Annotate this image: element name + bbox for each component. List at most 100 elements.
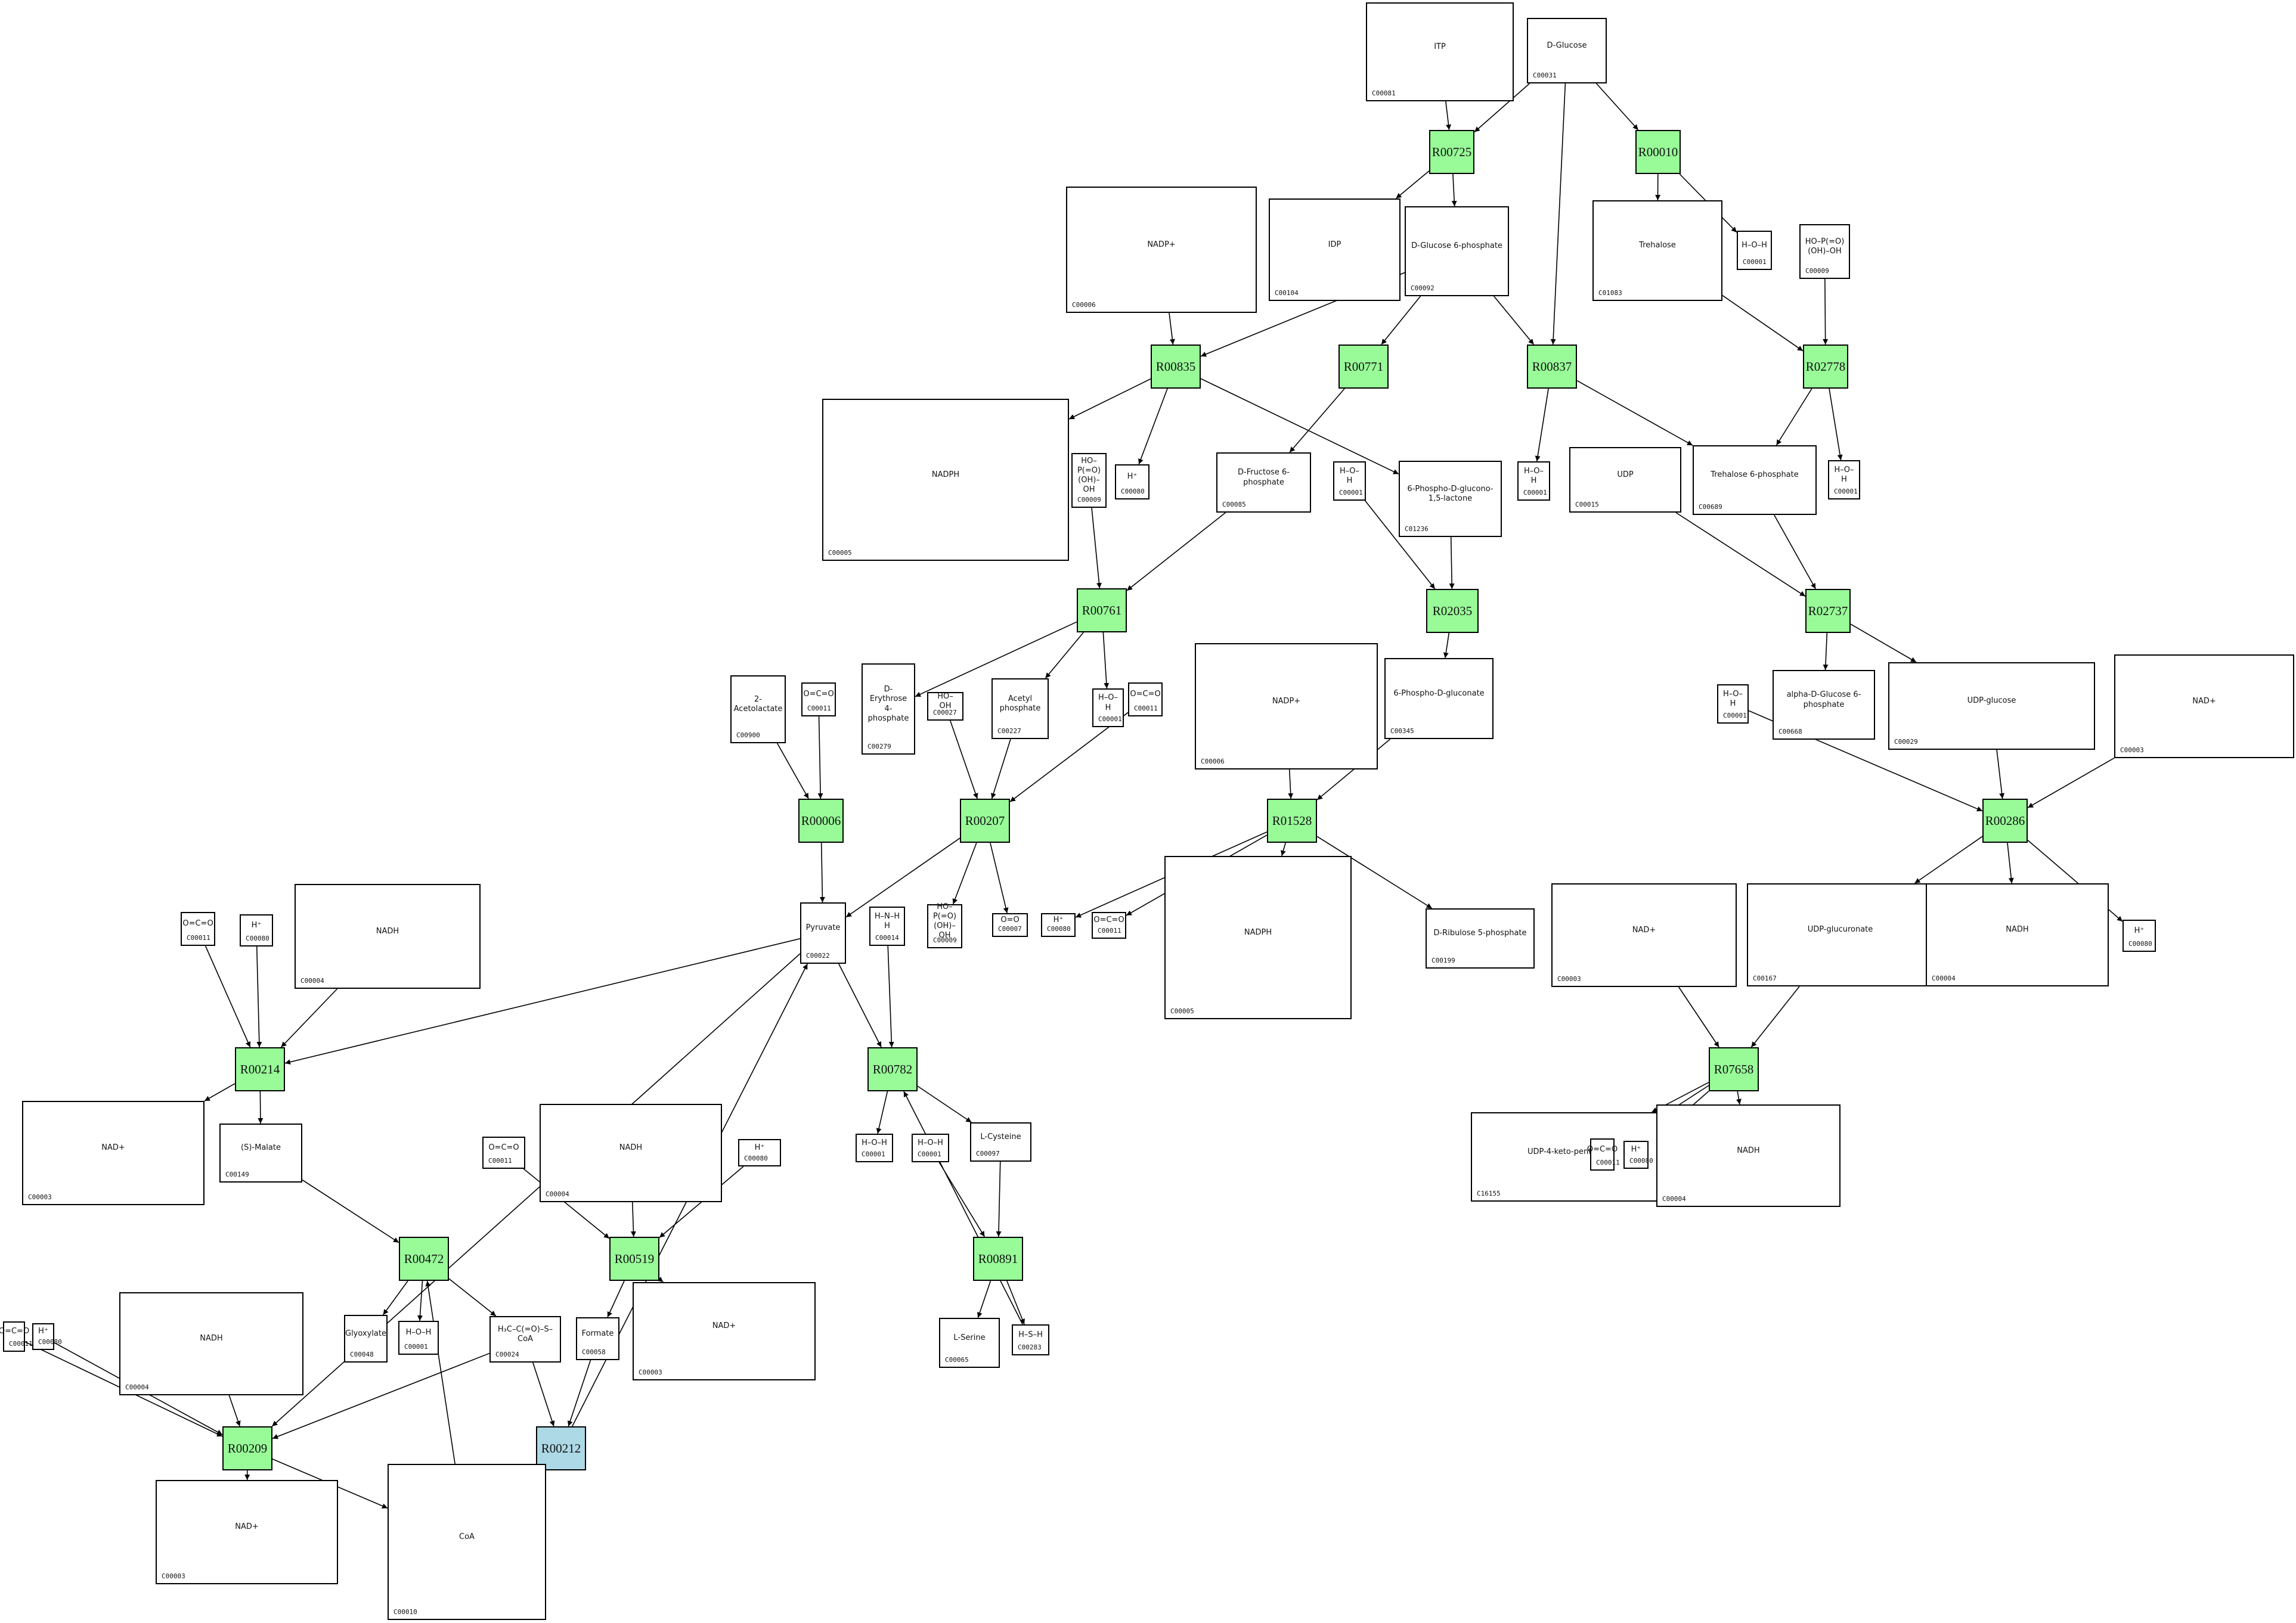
reaction-node-r01528[interactable]: R01528 (1267, 799, 1317, 843)
reaction-node-r00725[interactable]: R00725 (1429, 130, 1474, 174)
reaction-node-r00010[interactable]: R00010 (1635, 130, 1681, 174)
reaction-node-r00519[interactable]: R00519 (609, 1237, 659, 1281)
compound-node-c00080[interactable]: H⁺C00080 (1623, 1141, 1653, 1169)
compound-id-label: C00001 (1723, 712, 1747, 719)
reaction-node-r00207[interactable]: R00207 (960, 799, 1010, 843)
reaction-node-r00472[interactable]: R00472 (399, 1237, 449, 1281)
reaction-node-r00214[interactable]: R00214 (235, 1047, 285, 1091)
edge-n_R00214-to-c_C00003_c (204, 1083, 236, 1101)
reaction-node-r00212[interactable]: R00212 (536, 1426, 586, 1470)
compound-node-c00006[interactable]: NADP+C00006 (1195, 643, 1378, 769)
compound-node-c00080[interactable]: H⁺C00080 (1115, 464, 1149, 499)
edge-c_C00001_b-to-n_R02035 (1364, 500, 1436, 589)
reaction-node-r00286[interactable]: R00286 (1982, 799, 2028, 843)
reaction-node-r00835[interactable]: R00835 (1151, 345, 1201, 389)
reaction-node-r00782[interactable]: R00782 (867, 1047, 918, 1091)
edge-n_R00286-to-c_C00167 (1914, 836, 1983, 884)
edge-c_C00022-to-n_R00214 (284, 938, 801, 1065)
compound-node-c00080[interactable]: H⁺C00080 (738, 1139, 781, 1166)
reaction-node-r00761[interactable]: R00761 (1077, 588, 1127, 632)
reaction-node-r07658[interactable]: R07658 (1709, 1047, 1759, 1091)
compound-node-c00006[interactable]: NADP+C00006 (1066, 187, 1257, 313)
structure-drawing: Trehalose (1639, 241, 1676, 250)
compound-node-c00080[interactable]: H⁺C00080 (1041, 913, 1076, 937)
compound-node-c00003[interactable]: NAD+C00003 (156, 1480, 338, 1584)
compound-id-label: C00007 (998, 925, 1022, 933)
reaction-node-r00006[interactable]: R00006 (798, 799, 844, 843)
compound-node-c00003[interactable]: NAD+C00003 (22, 1101, 204, 1205)
structure-drawing: H–O–H (862, 1138, 887, 1147)
reaction-node-r02778[interactable]: R02778 (1803, 345, 1848, 389)
reaction-node-r00771[interactable]: R00771 (1338, 345, 1389, 389)
reaction-node-r00837[interactable]: R00837 (1527, 345, 1577, 389)
compound-node-c00003[interactable]: NAD+C00003 (1551, 883, 1737, 987)
reaction-node-r02737[interactable]: R02737 (1805, 589, 1851, 633)
compound-node-c00003[interactable]: NAD+C00003 (2114, 654, 2294, 758)
reaction-node-r00891[interactable]: R00891 (973, 1237, 1023, 1281)
compound-node-c00003[interactable]: NAD+C00003 (633, 1282, 816, 1380)
compound-id-label: C00080 (744, 1155, 768, 1162)
compound-node-c00080[interactable]: H⁺C00080 (240, 914, 273, 947)
compound-node-c00080[interactable]: H⁺C00080 (32, 1323, 62, 1350)
reaction-node-r00209[interactable]: R00209 (222, 1426, 272, 1470)
compound-node-c00080[interactable]: H⁺C00080 (2123, 920, 2156, 952)
structure-drawing: O=C=O (1130, 690, 1161, 699)
reaction-node-r02035[interactable]: R02035 (1426, 589, 1479, 633)
